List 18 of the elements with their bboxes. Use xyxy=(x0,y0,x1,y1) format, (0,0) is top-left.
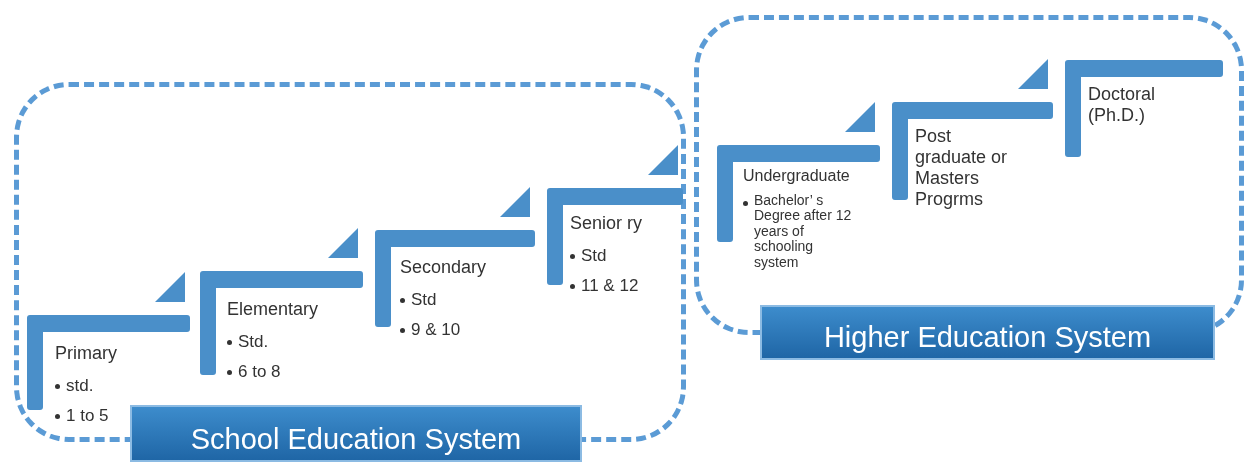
step-title: Primary xyxy=(55,343,118,364)
step-title: Undergraduate xyxy=(743,167,851,185)
system-banner: School Education System xyxy=(130,405,582,462)
system-banner: Higher Education System xyxy=(760,305,1215,360)
bullet-text: Bachelor’ s Degree after 12 years of schooling system xyxy=(754,193,853,270)
step-title: Doctoral (Ph.D.) xyxy=(1088,84,1157,126)
bullet-text: 11 & 12 xyxy=(581,276,639,296)
bullet-text: std. xyxy=(66,376,94,396)
bullet-text: Std xyxy=(411,290,437,310)
bullet-text: 9 & 10 xyxy=(411,320,461,340)
bullet-text: Std xyxy=(581,246,607,266)
bullet-text: Std. xyxy=(238,332,269,352)
step-title: Post graduate or Masters Progrms xyxy=(915,126,1009,210)
step-title: Secondary xyxy=(400,257,488,278)
step-title: Senior ry xyxy=(570,213,644,234)
bullet-text: 6 to 8 xyxy=(238,362,281,382)
step-title: Elementary xyxy=(227,299,320,320)
bullet-text: 1 to 5 xyxy=(66,406,109,426)
